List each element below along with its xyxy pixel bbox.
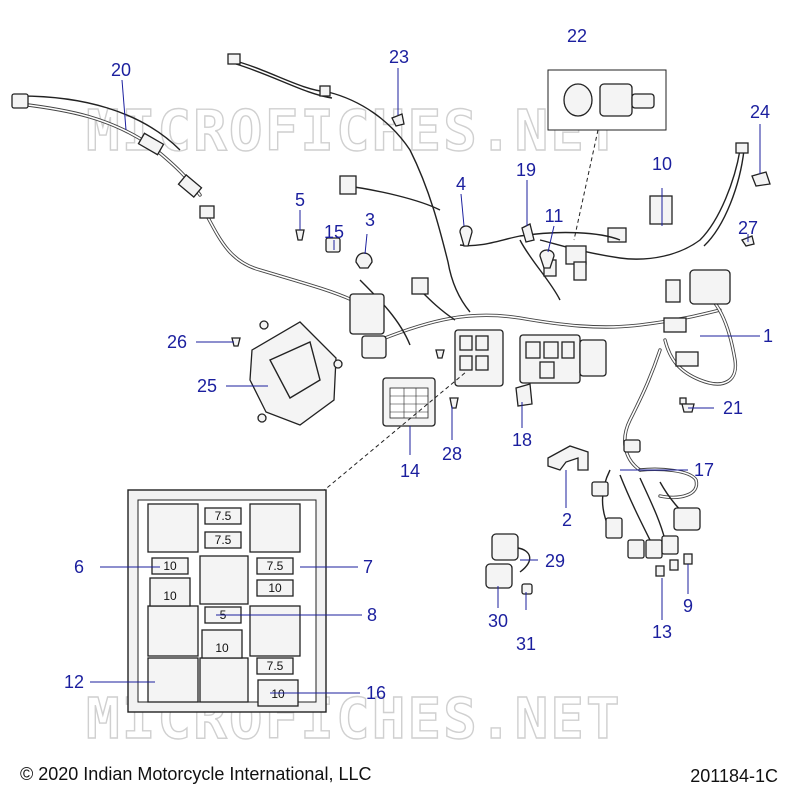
callout-29: 29: [545, 551, 565, 571]
part-9a: [669, 559, 679, 571]
callout-11: 11: [545, 206, 564, 226]
callout-30: 30: [488, 611, 508, 631]
callout-9: 9: [683, 596, 693, 616]
fuse-label: 10: [268, 581, 282, 595]
callout-18: 18: [512, 430, 532, 450]
callout-28: 28: [442, 444, 462, 464]
callout-20: 20: [111, 60, 131, 80]
part-9b: [683, 553, 693, 565]
callout-1: 1: [763, 326, 773, 346]
part-13: [655, 565, 665, 577]
callout-14: 14: [400, 461, 420, 481]
callout-8: 8: [367, 605, 377, 625]
copyright-notice: © 2020 Indian Motorcycle International, …: [20, 764, 372, 784]
part-5: [295, 229, 305, 241]
fuse-label: 10: [271, 687, 285, 701]
part-11: [539, 249, 555, 269]
callout-15: 15: [324, 222, 344, 242]
callout-13: 13: [652, 622, 672, 642]
callout-7: 7: [363, 557, 373, 577]
leader-lines: [90, 68, 761, 694]
callout-21: 21: [723, 398, 743, 418]
harness-branch-upper: [227, 53, 471, 313]
callout-5: 5: [295, 190, 305, 210]
callout-24: 24: [750, 102, 770, 122]
part-19: [521, 223, 535, 243]
drawing-number: 201184-1C: [690, 766, 778, 786]
fuse-panel-detail: 7.5 7.5 10 7.5 10 10 5 10 7.5 10: [127, 371, 467, 713]
fuse-box-14: [382, 377, 436, 427]
watermark-top: MICROFICHES.NET: [86, 99, 622, 164]
callout-19: 19: [516, 160, 536, 180]
callout-2: 2: [562, 510, 572, 530]
fuse-label: 7.5: [215, 509, 232, 523]
fuse-label: 10: [163, 559, 177, 573]
callout-31: 31: [516, 634, 536, 654]
part-31: [521, 583, 533, 595]
fuse-label: 7.5: [215, 533, 232, 547]
callout-25: 25: [197, 376, 217, 396]
callout-27: 27: [738, 218, 758, 238]
callout-12: 12: [64, 672, 84, 692]
part-3: [355, 252, 373, 269]
callout-17: 17: [694, 460, 714, 480]
sub-harness-17: [591, 439, 701, 559]
part-small-center: [435, 349, 445, 359]
callout-22: 22: [567, 26, 587, 46]
fuse-label: 10: [215, 641, 229, 655]
part-24: [751, 171, 771, 187]
fuse-label: 7.5: [267, 659, 284, 673]
part-26: [231, 337, 241, 347]
callout-3: 3: [365, 210, 375, 230]
callout-10: 10: [652, 154, 672, 174]
harness-main-trunk: [359, 231, 738, 472]
callout-labels: 1 2 3 4 5 6 7 8 9 10 11 12 13 14 15 16 1…: [64, 26, 773, 703]
part-23: [391, 113, 405, 127]
callout-4: 4: [456, 174, 466, 194]
callout-26: 26: [167, 332, 187, 352]
part-28: [449, 397, 459, 409]
detail-22: [547, 69, 667, 241]
bracket-2: [547, 445, 589, 471]
part-18: [515, 383, 533, 407]
callout-16: 16: [366, 683, 386, 703]
callout-6: 6: [74, 557, 84, 577]
connector-cluster-center: [349, 245, 687, 405]
part-15: [325, 237, 341, 253]
callout-23: 23: [389, 47, 409, 67]
fuse-label: 10: [163, 589, 177, 603]
relay-29-30: [485, 533, 531, 589]
harness-branch-20: [11, 93, 354, 302]
part-4: [459, 225, 473, 247]
fuse-label: 7.5: [267, 559, 284, 573]
bracket-25: [249, 320, 343, 426]
